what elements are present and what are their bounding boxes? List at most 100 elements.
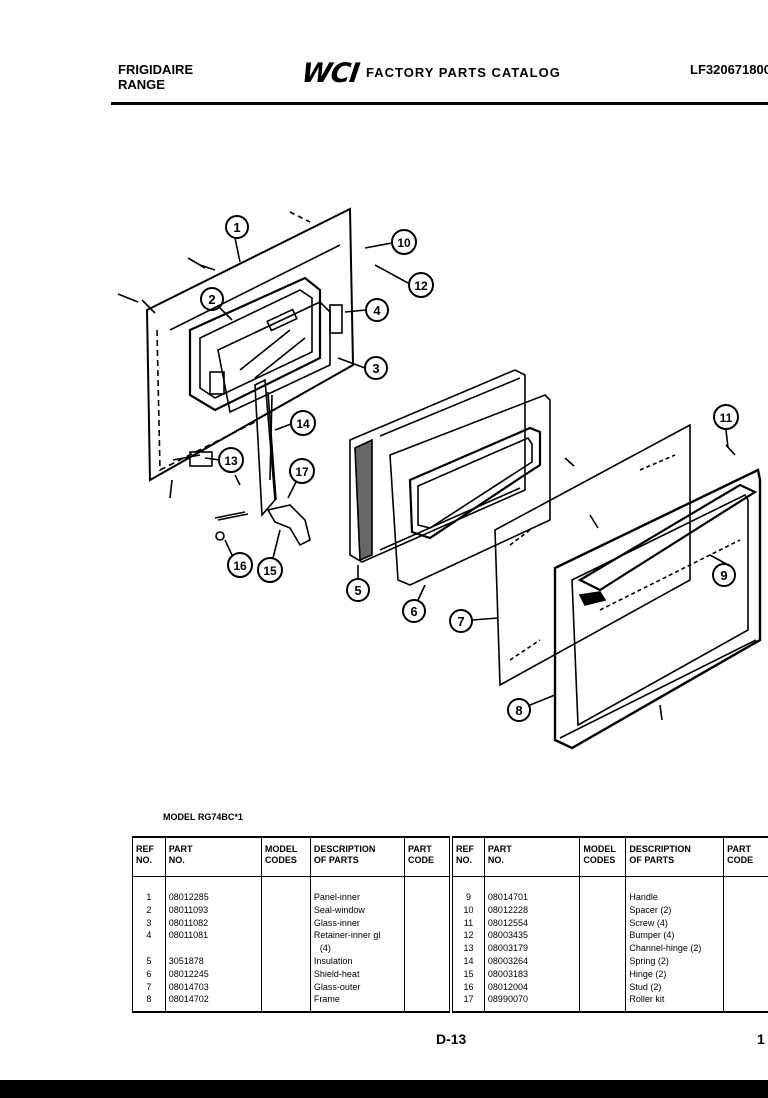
- svg-text:3: 3: [372, 361, 379, 376]
- part-cell: 08011081: [168, 930, 209, 941]
- desc-cell: Hinge (2): [629, 968, 667, 979]
- hinge-assembly: [169, 378, 311, 547]
- header-rule: [111, 102, 768, 105]
- svg-text:4: 4: [373, 303, 381, 318]
- ref-cell: 2: [146, 904, 152, 915]
- desc-cell: Glass-outer: [313, 981, 361, 992]
- part-cell: 08014702: [168, 994, 209, 1005]
- ref-cell: 4: [146, 930, 152, 941]
- model-code: LF320671800: [690, 62, 768, 77]
- wci-logo: WCI: [299, 58, 361, 89]
- callout-5: 5: [346, 565, 370, 602]
- part-cell: 08012245: [168, 968, 209, 979]
- desc-cell: Glass-inner: [313, 917, 360, 928]
- callout-13: 13: [204, 447, 244, 473]
- ref-cell: 14: [463, 955, 474, 966]
- ref-cell: 3: [146, 917, 152, 928]
- callout-6: 6: [402, 584, 426, 623]
- callout-3: 3: [337, 356, 388, 380]
- callout-7: 7: [449, 609, 499, 633]
- desc-cell: Bumper (4): [629, 930, 675, 941]
- part-cell: 08012285: [168, 892, 209, 902]
- svg-text:9: 9: [720, 568, 727, 583]
- ref-cell: 17: [463, 994, 474, 1005]
- svg-text:12: 12: [414, 279, 428, 293]
- part-cell: 08012228: [487, 904, 528, 915]
- desc-column: Panel-inner Seal-window Glass-inner Reta…: [309, 876, 405, 1013]
- desc-cell: Shield-heat: [313, 968, 360, 979]
- part-cell: 08012554: [487, 917, 528, 928]
- part-cell: 08012004: [487, 981, 528, 992]
- desc-cell: Spacer (2): [629, 904, 672, 915]
- ref-cell: 1: [146, 892, 152, 902]
- callout-17: 17: [287, 458, 315, 499]
- svg-text:8: 8: [515, 703, 522, 718]
- model-column: [579, 876, 627, 1013]
- desc-column: Handle Spacer (2) Screw (4) Bumper (4) C…: [625, 876, 725, 1013]
- ref-cell: [136, 942, 162, 955]
- ref-cell: 8: [146, 994, 152, 1005]
- callout-15: 15: [257, 529, 283, 583]
- ref-column: 1 2 3 4 5 6 7 8: [132, 876, 166, 1013]
- brand-block: FRIGIDAIRE RANGE: [118, 62, 193, 92]
- part-column: 08012285 08011093 08011082 08011081 3051…: [164, 876, 262, 1013]
- part-cell: 08003183: [487, 968, 528, 979]
- callout-9: 9: [709, 554, 736, 587]
- part-cell: 08990070: [487, 994, 528, 1005]
- page-number: D-13: [436, 1031, 467, 1047]
- ref-cell: 12: [463, 930, 474, 941]
- callout-14: 14: [274, 410, 316, 436]
- desc-cell: Seal-window: [313, 904, 365, 915]
- desc-cell: Spring (2): [629, 955, 669, 966]
- svg-text:1: 1: [233, 220, 240, 235]
- desc-cell: (4): [319, 943, 331, 954]
- window-seal-and-inner-glass: [188, 276, 343, 414]
- exploded-door-diagram: 1 2 3 4 5 6 7 8 9 10 11 12 13 14 15 16 1…: [117, 207, 762, 750]
- heat-shield: [389, 394, 551, 586]
- svg-text:14: 14: [296, 417, 310, 431]
- ref-cell: 10: [463, 904, 474, 915]
- svg-text:11: 11: [720, 411, 733, 425]
- desc-cell: Stud (2): [629, 981, 662, 992]
- ref-cell: 15: [463, 968, 474, 979]
- part-cell: 08011082: [168, 917, 209, 928]
- part-cell: [169, 942, 258, 955]
- part-cell: 3051878: [168, 955, 204, 966]
- inner-panel: [145, 207, 355, 482]
- svg-text:5: 5: [354, 583, 361, 598]
- desc-cell: Frame: [313, 994, 340, 1005]
- callout-16: 16: [224, 539, 253, 578]
- ref-cell: 13: [463, 943, 474, 954]
- desc-cell: Panel-inner: [313, 892, 360, 902]
- part-cell: 08003179: [487, 943, 528, 954]
- callout-4: 4: [344, 298, 389, 322]
- svg-text:10: 10: [397, 236, 411, 250]
- callout-12: 12: [374, 264, 434, 298]
- ref-cell: 7: [146, 981, 152, 992]
- svg-text:15: 15: [263, 564, 277, 578]
- ref-column: 9 10 11 12 13 14 15 16 17: [452, 876, 485, 1013]
- callout-10: 10: [364, 229, 417, 255]
- insulation: [349, 369, 526, 563]
- callout-1: 1: [225, 215, 249, 263]
- part-cell: 08011093: [168, 904, 209, 915]
- svg-text:7: 7: [457, 614, 464, 629]
- svg-text:13: 13: [224, 454, 238, 468]
- model-label: MODEL RG74BC*1: [163, 812, 243, 822]
- brand-name: FRIGIDAIRE: [118, 62, 194, 77]
- catalog-title: FACTORY PARTS CATALOG: [366, 65, 561, 80]
- ref-cell: 16: [463, 981, 474, 992]
- svg-text:17: 17: [295, 465, 309, 479]
- callout-2: 2: [200, 287, 233, 321]
